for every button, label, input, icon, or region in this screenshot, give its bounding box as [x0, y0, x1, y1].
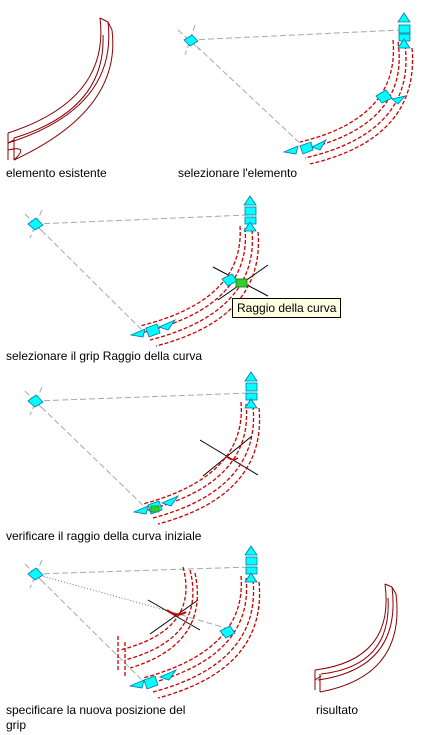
panel3-grips [27, 195, 257, 338]
caption-specify-position-line2: grip [6, 718, 27, 732]
panel2-guides [177, 24, 401, 149]
radius-tooltip: Raggio della curva [232, 298, 342, 318]
panel2-grips [183, 12, 411, 155]
caption-select-element: selezionare l'elemento [178, 166, 298, 180]
existing-curved-beam [7, 17, 114, 161]
panel2-dashed-beam [299, 39, 414, 165]
panel5-crosshair [147, 599, 201, 635]
caption-result: risultato [316, 703, 359, 717]
result-curved-beam [314, 583, 398, 693]
panel5-rubberband-line-2 [171, 611, 233, 631]
panel4-radius-marker [225, 455, 239, 461]
panel4-crosshair [199, 435, 259, 477]
caption-existing-element: elemento esistente [6, 166, 107, 180]
panel5-rubberband-line [34, 573, 173, 613]
caption-select-grip: selezionare il grip Raggio della curva [6, 349, 203, 363]
caption-specify-position-line1: specificare la nuova posizione del [6, 703, 186, 717]
panel5-preview-beam [117, 566, 199, 676]
panel4-grips [27, 371, 258, 515]
panel5-dashed-beam [142, 575, 261, 699]
panel5-radius-marker [166, 609, 187, 616]
panel5-grips [27, 545, 258, 690]
panel3-hot-grip [235, 278, 248, 288]
panel3-guides [24, 209, 249, 334]
caption-verify-radius: verificare il raggio della curva inizial… [6, 529, 202, 543]
panel5-guides [24, 559, 251, 684]
panel4-hot-grip [150, 505, 160, 513]
